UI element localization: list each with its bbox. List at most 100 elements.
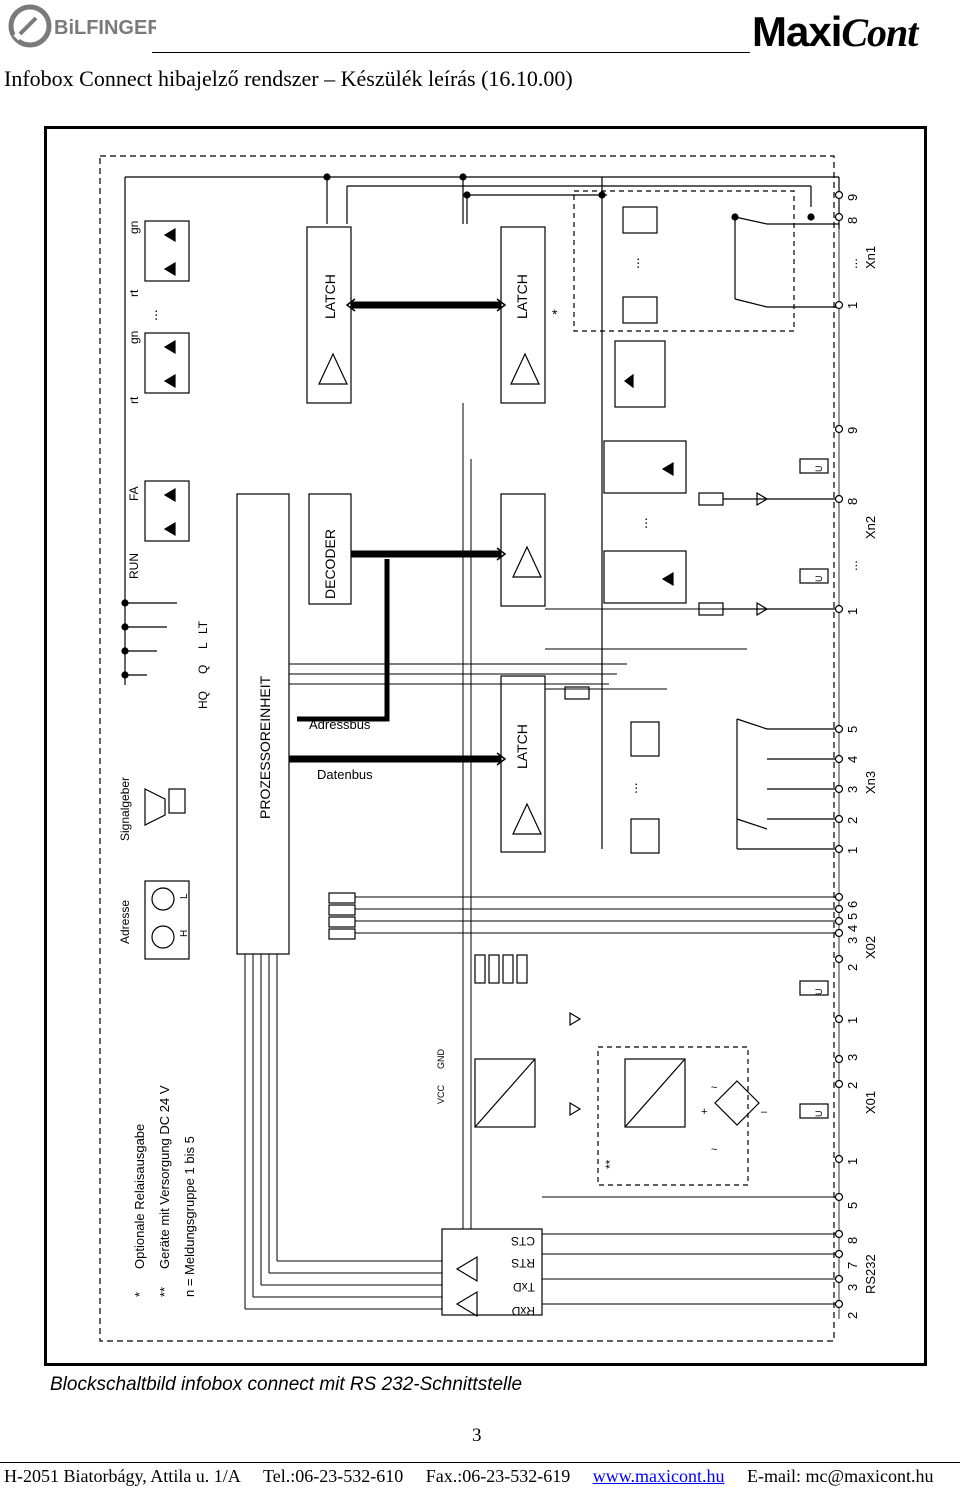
solid-state-relay: [614, 340, 666, 408]
buffer-triangle-icon: [512, 545, 542, 578]
xn2-pin-dots: ...: [845, 560, 860, 571]
footer-tel: Tel.:06-23-532-610: [263, 1466, 404, 1486]
terminal-pin: [834, 1192, 844, 1202]
page-number: 3: [472, 1425, 482, 1446]
terminal-pin: [834, 1229, 844, 1239]
label-minus: –: [761, 1106, 768, 1118]
rs232-pin-7: 7: [845, 1262, 860, 1269]
x02-pin-6: 6: [845, 901, 860, 908]
label-signalgeber: Signalgeber: [118, 777, 132, 841]
terminal-pin: [834, 1054, 844, 1064]
optocoupler-icon: [624, 373, 634, 389]
latch-1: [306, 226, 352, 404]
horn-icon: [144, 788, 186, 826]
terminal-pin: [834, 1249, 844, 1259]
terminal-pin: [834, 494, 844, 504]
device-outline: [99, 155, 835, 1342]
x01-pin-1: 1: [845, 1158, 860, 1165]
led-diode-icon: [163, 227, 176, 537]
dc24-mark: **: [603, 1159, 617, 1169]
terminal-pin: [834, 928, 844, 938]
xn1-pin-9: 9: [845, 194, 860, 201]
label-l: L: [179, 893, 190, 899]
footer-email: E-mail: mc@maxicont.hu: [747, 1466, 934, 1486]
connector-x02: 1 2 3 4 5 6 X02: [845, 901, 878, 1024]
varistor-u: [799, 980, 829, 996]
label-rt: rt: [127, 396, 141, 404]
legend-text-3: n = Meldungsgruppe 1 bis 5: [182, 1136, 197, 1297]
decoder-block: [308, 493, 352, 605]
rs232-name: RS232: [863, 1254, 878, 1294]
terminal-pin: [834, 1014, 844, 1024]
label-u: U: [814, 989, 824, 996]
brand-bold: Maxi: [752, 8, 842, 55]
latch-3: [500, 493, 546, 607]
label-l: L: [196, 642, 210, 649]
relay-coil-icon: [630, 818, 660, 854]
rs232-driver: [441, 1228, 543, 1316]
x01-name: X01: [863, 1091, 878, 1114]
optocoupler-icon: [661, 461, 674, 587]
terminal-pin: [834, 724, 844, 734]
label-u: U: [814, 466, 824, 473]
document-title: Infobox Connect hibajelző rendszer – Kés…: [4, 66, 573, 91]
legend-text-2: Geräte mit Versorgung DC 24 V: [157, 1085, 172, 1269]
xn3-name: Xn3: [863, 771, 878, 794]
legend-mark-1: *: [132, 1292, 147, 1297]
diode-icon: [569, 1011, 582, 1117]
databus-label: Datenbus: [317, 767, 373, 782]
resistor: [564, 686, 590, 700]
terminal-pin: [834, 1299, 844, 1309]
x02-pin-1: 1: [845, 1017, 860, 1024]
rs232-signal-txd: TxD: [513, 1280, 535, 1294]
label-plus: +: [701, 1106, 707, 1118]
connector-x01: 1 2 3 X01: [845, 1054, 878, 1165]
optocoupler-1: [603, 440, 687, 494]
latch-1-label: LATCH: [322, 274, 338, 319]
label-u: U: [814, 576, 824, 583]
label-dots: ...: [624, 782, 640, 794]
x02-pin-4: 4: [845, 925, 860, 932]
rs232-pin-5: 5: [845, 1202, 860, 1209]
terminal-pin: [834, 1274, 844, 1284]
label-h: H: [179, 930, 190, 937]
label-u: U: [814, 1111, 824, 1118]
mode-switches: LT L Q HQ: [121, 599, 210, 709]
terminal-pin: [834, 954, 844, 964]
terminal-pin: [834, 190, 844, 200]
label-vcc: VCC: [436, 1084, 446, 1104]
terminal-pin: [834, 754, 844, 764]
label-fa: FA: [127, 486, 141, 501]
latch-4: [500, 675, 546, 853]
dc-dc-converter: [474, 1058, 536, 1128]
footer-rule: [0, 1462, 960, 1463]
label-run: RUN: [127, 553, 141, 579]
diode-icon: [756, 491, 769, 617]
xn2-pin-1: 1: [845, 608, 860, 615]
bilfinger-logo: BiLFINGER: [6, 4, 162, 48]
footer-web-link[interactable]: www.maxicont.hu: [592, 1466, 725, 1486]
rs232-pin-3: 3: [845, 1284, 860, 1291]
footer-fax: Fax.:06-23-532-619: [425, 1466, 571, 1486]
terminal-pin: [834, 212, 844, 222]
terminal-pin: [834, 1154, 844, 1164]
brand-script: Cont: [841, 10, 918, 55]
rs232-signal-rts: RTS: [511, 1256, 535, 1270]
legend-mark-2: **: [157, 1287, 172, 1297]
connector-rs232: 2 3 7 8 5 RS232: [845, 1202, 878, 1319]
terminal-pin: [834, 424, 844, 434]
x02-pin-3: 3: [845, 937, 860, 944]
resistor: [698, 492, 724, 506]
footer: H-2051 Biatorbágy, Attila u. 1/A Tel.:06…: [4, 1466, 960, 1487]
label-hq: HQ: [196, 691, 210, 709]
xn1-pin-dots: ...: [845, 258, 860, 269]
bridge-rectifier-icon: [714, 1080, 760, 1126]
resistor-network: [328, 892, 528, 984]
label-lt: LT: [196, 620, 210, 634]
buffer-triangle-icon: [455, 1255, 478, 1318]
connector-xn3: 1 2 3 4 5 Xn3: [845, 726, 878, 854]
varistor-u: [799, 1103, 829, 1119]
terminal-strip: [834, 189, 844, 1319]
legend-text-1: Optionale Relaisausgabe: [132, 1124, 147, 1269]
dc-converter-24v: [624, 1058, 686, 1128]
